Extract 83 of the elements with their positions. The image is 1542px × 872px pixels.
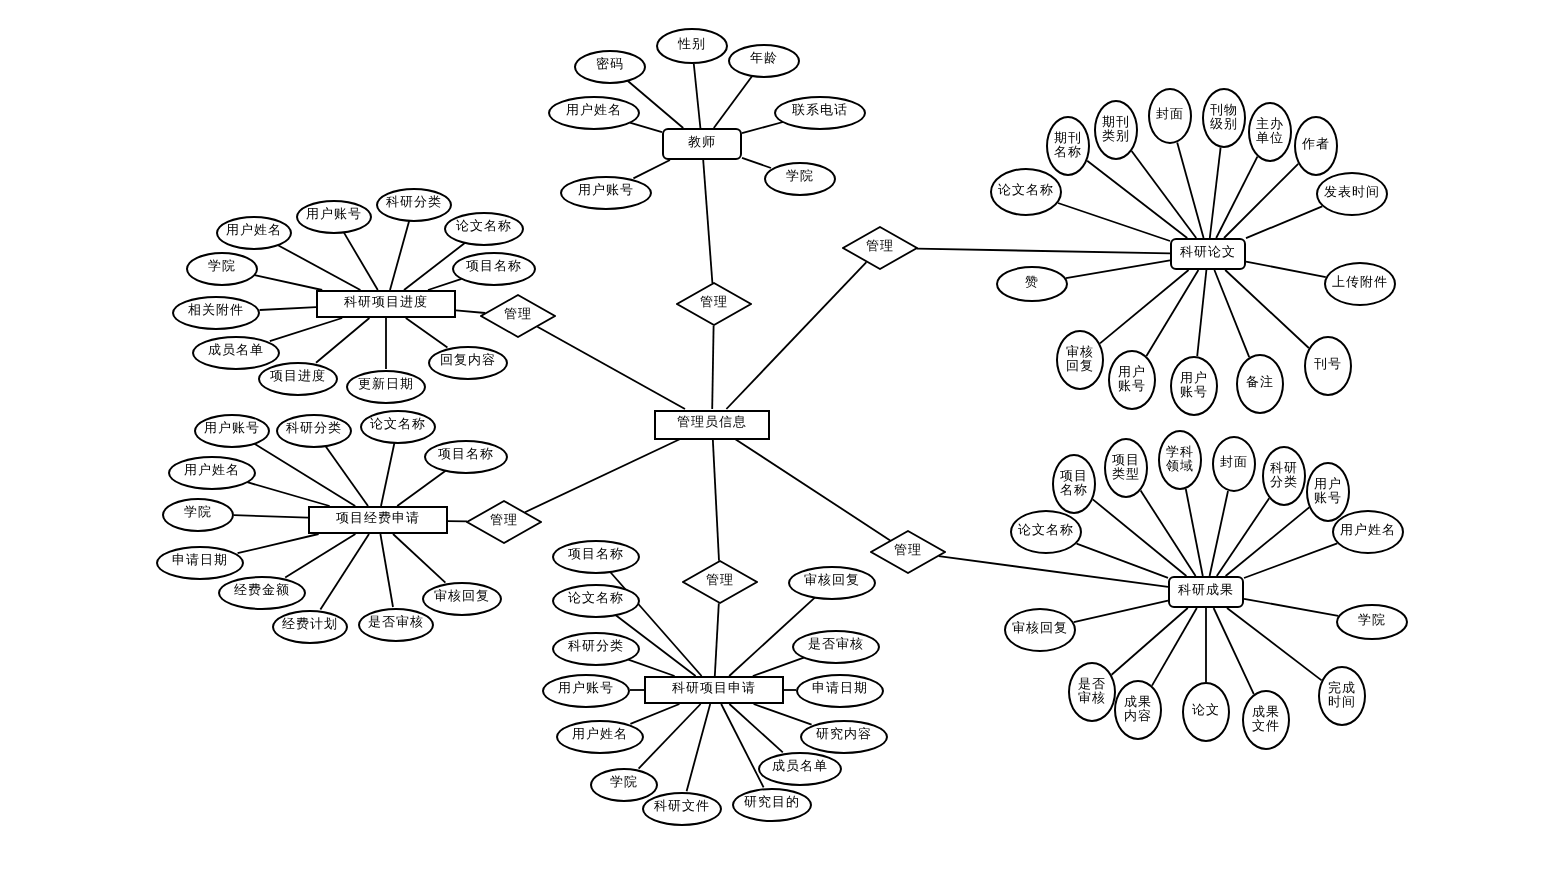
- connector-line: [741, 121, 784, 135]
- connector-line: [1099, 269, 1190, 345]
- connector-line: [1245, 260, 1327, 279]
- connector-line: [1215, 155, 1259, 239]
- connector-line: [258, 306, 317, 311]
- connector-line: [728, 596, 816, 677]
- connector-line: [1212, 607, 1255, 696]
- connector-line: [629, 689, 645, 691]
- connector-line: [725, 261, 868, 410]
- connector-line: [268, 317, 344, 343]
- connector-line: [324, 445, 369, 507]
- connector-line: [637, 703, 702, 770]
- connector-line: [1110, 607, 1189, 676]
- connector-line: [1176, 141, 1205, 239]
- connector-line: [1223, 162, 1300, 239]
- connector-line: [1215, 497, 1271, 577]
- connector-line: [342, 231, 379, 291]
- connector-line: [380, 442, 396, 507]
- connector-line: [315, 317, 371, 364]
- connector-line: [614, 614, 697, 677]
- connector-line: [1208, 490, 1229, 577]
- connector-line: [1057, 202, 1171, 242]
- connector-line: [626, 79, 685, 129]
- connector-line: [1226, 607, 1323, 682]
- connector-line: [427, 277, 463, 291]
- connector-line: [752, 703, 813, 726]
- connector-line: [403, 242, 466, 291]
- connector-line: [236, 533, 320, 555]
- connector-line: [711, 438, 720, 562]
- connector-line: [632, 159, 671, 180]
- connector-line: [1086, 159, 1189, 239]
- connector-line: [713, 602, 720, 677]
- connector-line: [284, 533, 357, 579]
- connector-line: [915, 247, 1171, 255]
- connector-line: [392, 533, 447, 584]
- connector-line: [524, 438, 682, 514]
- connector-line: [1245, 205, 1324, 240]
- connector-line: [1130, 150, 1198, 239]
- connector-line: [702, 159, 714, 284]
- connector-line: [1139, 489, 1197, 577]
- connector-line: [1243, 542, 1339, 579]
- connector-line: [389, 219, 411, 291]
- connector-line: [711, 324, 715, 410]
- connector-line: [455, 309, 487, 314]
- connector-line: [728, 703, 784, 754]
- connector-line: [233, 514, 309, 519]
- connector-line: [1208, 146, 1222, 239]
- connector-line: [1072, 599, 1169, 624]
- connector-line: [629, 703, 681, 725]
- connector-line: [1145, 269, 1200, 357]
- connector-line: [1213, 269, 1251, 359]
- connector-line: [1065, 259, 1171, 280]
- connector-line: [385, 317, 387, 370]
- connector-line: [1224, 506, 1311, 577]
- connector-line: [536, 325, 686, 410]
- connector-line: [692, 63, 702, 129]
- connector-line: [628, 121, 663, 134]
- connector-line: [937, 555, 1169, 588]
- connector-line: [1243, 597, 1340, 617]
- connector-line: [685, 703, 712, 793]
- connector-line: [751, 656, 805, 677]
- connector-line: [1184, 488, 1204, 577]
- connector-line: [447, 520, 468, 523]
- connector-line: [404, 317, 449, 349]
- connector-line: [734, 438, 892, 542]
- connector-line: [627, 658, 676, 677]
- connector-line: [712, 75, 754, 129]
- connector-line: [253, 442, 357, 507]
- connector-line: [246, 481, 331, 507]
- connector-line: [741, 156, 772, 169]
- connector-line: [396, 469, 447, 507]
- connector-line: [1224, 269, 1310, 349]
- connector-line: [1151, 607, 1198, 687]
- connector-line: [783, 689, 797, 691]
- connector-line: [319, 533, 370, 611]
- connector-line: [379, 533, 394, 608]
- connector-line: [1091, 498, 1188, 577]
- connector-line: [253, 274, 324, 291]
- connector-line: [277, 244, 362, 291]
- connector-line: [1075, 542, 1169, 579]
- connector-line: [1196, 269, 1208, 358]
- connector-line: [1205, 607, 1207, 683]
- connector-line: [720, 703, 765, 789]
